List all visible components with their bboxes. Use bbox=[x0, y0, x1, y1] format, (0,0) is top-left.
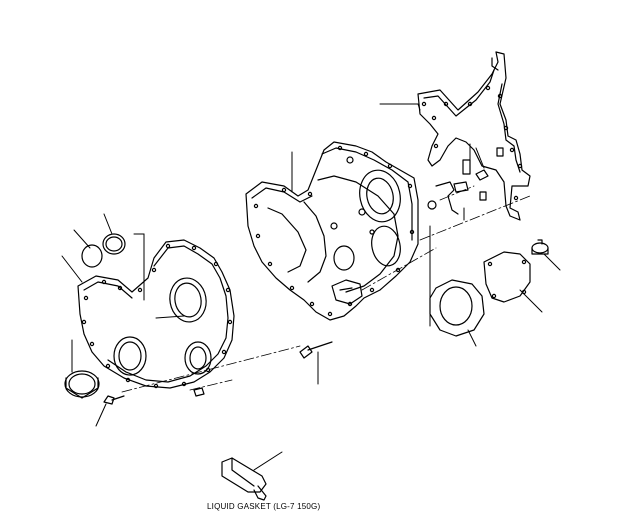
o-ring-large bbox=[103, 234, 125, 254]
rear-cover-gasket bbox=[430, 280, 484, 336]
breather-plug bbox=[532, 240, 548, 254]
liquid-gasket-note: LIQUID GASKET (LG-7 150G) bbox=[207, 502, 321, 511]
rear-cover-plate bbox=[418, 52, 530, 220]
gasket-tube bbox=[222, 458, 266, 500]
leader-lines bbox=[62, 104, 560, 470]
center-lines bbox=[122, 186, 530, 392]
gear-case bbox=[246, 142, 418, 320]
front-cover bbox=[78, 240, 234, 388]
gear-case-bolt bbox=[300, 342, 332, 358]
front-cover-bolt bbox=[104, 388, 204, 404]
o-ring-small bbox=[82, 245, 102, 267]
inspection-plate bbox=[484, 252, 530, 302]
front-oil-seal bbox=[65, 371, 99, 398]
